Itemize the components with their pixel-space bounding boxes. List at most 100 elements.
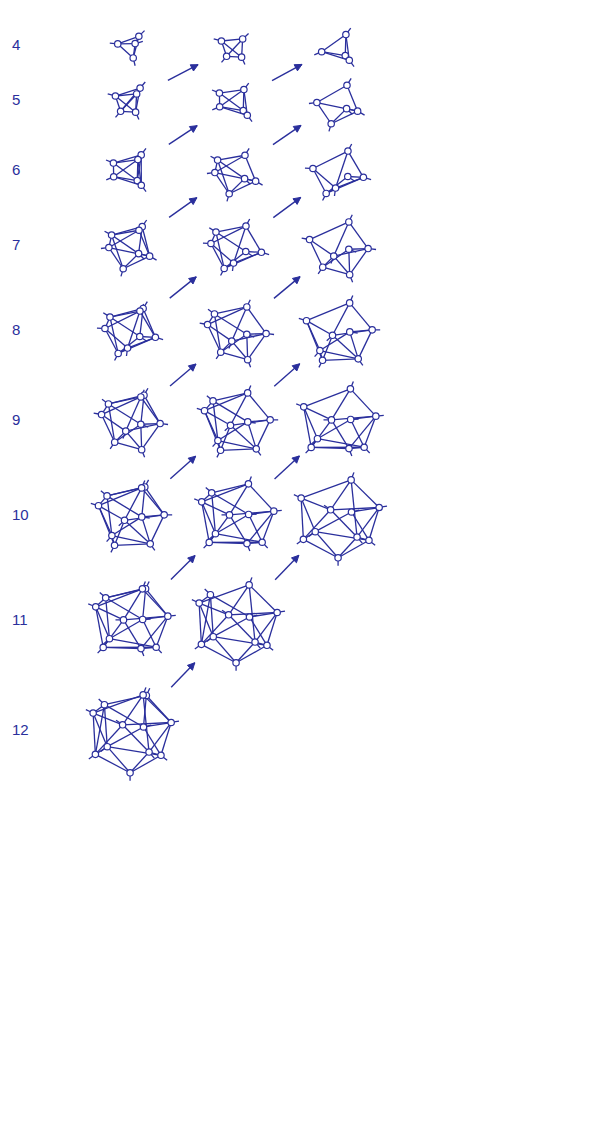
arrow-shaft (170, 277, 197, 298)
bond-line (357, 508, 379, 538)
cluster-atom (318, 49, 324, 55)
bond-line (323, 335, 333, 360)
bond-line (221, 425, 231, 450)
arrow-head (291, 555, 298, 562)
arrow-head (292, 456, 300, 463)
bond-line (349, 222, 368, 249)
cluster-atom (92, 751, 98, 757)
cluster-atom (140, 692, 146, 698)
closo-cluster (108, 82, 146, 119)
cluster-atom (132, 109, 138, 115)
bond-line (331, 420, 348, 449)
cluster-atom (244, 112, 250, 118)
cluster-atom (314, 99, 320, 105)
bond-line (115, 520, 125, 545)
cluster-atom (245, 481, 251, 487)
bond-line (369, 508, 379, 541)
cluster-atom (300, 536, 306, 542)
bond-line (249, 617, 266, 645)
bond-line (95, 754, 130, 772)
cluster-atom (132, 40, 138, 46)
cluster-atom (227, 422, 233, 428)
bond-line (214, 307, 246, 314)
arachno-cluster (296, 381, 384, 456)
cluster-atom (137, 85, 143, 91)
bond-line (331, 389, 350, 420)
cluster-atom (218, 38, 224, 44)
arrow-shaft (275, 456, 300, 479)
arrow-head (293, 125, 301, 132)
cluster-atom (267, 417, 273, 423)
bond-line (215, 173, 229, 194)
cluster-atom (306, 236, 312, 242)
bond-line (331, 111, 357, 124)
arachno-cluster (294, 472, 387, 565)
arrow-head (293, 197, 301, 204)
arrow-head (189, 277, 197, 284)
cluster-atom (320, 264, 326, 270)
cluster-atom (98, 411, 104, 417)
bond-line (248, 334, 266, 360)
bond-line (130, 755, 161, 772)
bond-line (108, 397, 140, 404)
arrow-shaft (273, 197, 300, 217)
row-number: 8 (12, 321, 20, 339)
bond-line (99, 506, 115, 546)
bond-line (310, 240, 334, 257)
cluster-atom (244, 304, 250, 310)
bond-line (109, 248, 150, 257)
arrow-head (292, 277, 300, 284)
cluster-atom (207, 591, 213, 597)
bond-line (141, 397, 160, 424)
bond-line (338, 540, 369, 557)
cluster-atom (348, 509, 354, 515)
cluster-atom (233, 660, 239, 666)
arrow-shaft (169, 198, 197, 218)
transition-arrow (171, 556, 195, 580)
cluster-atom (127, 770, 133, 776)
cluster-atom (198, 641, 204, 647)
bond-line (211, 244, 234, 264)
cluster-atom (138, 421, 144, 427)
bond-line (113, 155, 141, 163)
arachno-cluster (299, 296, 380, 368)
bond-line (107, 747, 130, 773)
transition-arrow (273, 125, 301, 144)
cluster-atom (298, 495, 304, 501)
cluster-atom (93, 604, 99, 610)
bond-line (209, 542, 247, 543)
arrow-head (188, 556, 195, 563)
cluster-atom (124, 345, 130, 351)
transition-arrow (170, 364, 196, 386)
cluster-atom (121, 517, 127, 523)
nido-cluster (212, 83, 252, 122)
cluster-atom (104, 743, 110, 749)
cluster-atom (157, 420, 163, 426)
cluster-atom (369, 327, 375, 333)
bond-line (351, 480, 379, 508)
bond-line (248, 484, 273, 511)
cluster-atom (215, 437, 221, 443)
cluster-atom (137, 333, 143, 339)
bond-line (149, 723, 171, 753)
transition-arrow (274, 277, 300, 299)
cluster-atom (223, 53, 229, 59)
cluster-atom (138, 447, 144, 453)
bond-line (99, 506, 125, 521)
cluster-atom (204, 321, 210, 327)
cluster-atom (101, 701, 107, 707)
cluster-atom (347, 416, 353, 422)
cluster-atom (136, 227, 142, 233)
bond-line (205, 411, 221, 451)
bond-line (304, 407, 332, 420)
bond-line (201, 644, 236, 662)
cluster-atom (210, 633, 216, 639)
row-number: 11 (12, 611, 28, 629)
transition-arrow (275, 555, 299, 579)
closo-cluster (86, 687, 179, 780)
bond-line (143, 589, 146, 620)
bond-line (150, 515, 164, 544)
cluster-atom (346, 300, 352, 306)
cluster-atom (102, 325, 108, 331)
